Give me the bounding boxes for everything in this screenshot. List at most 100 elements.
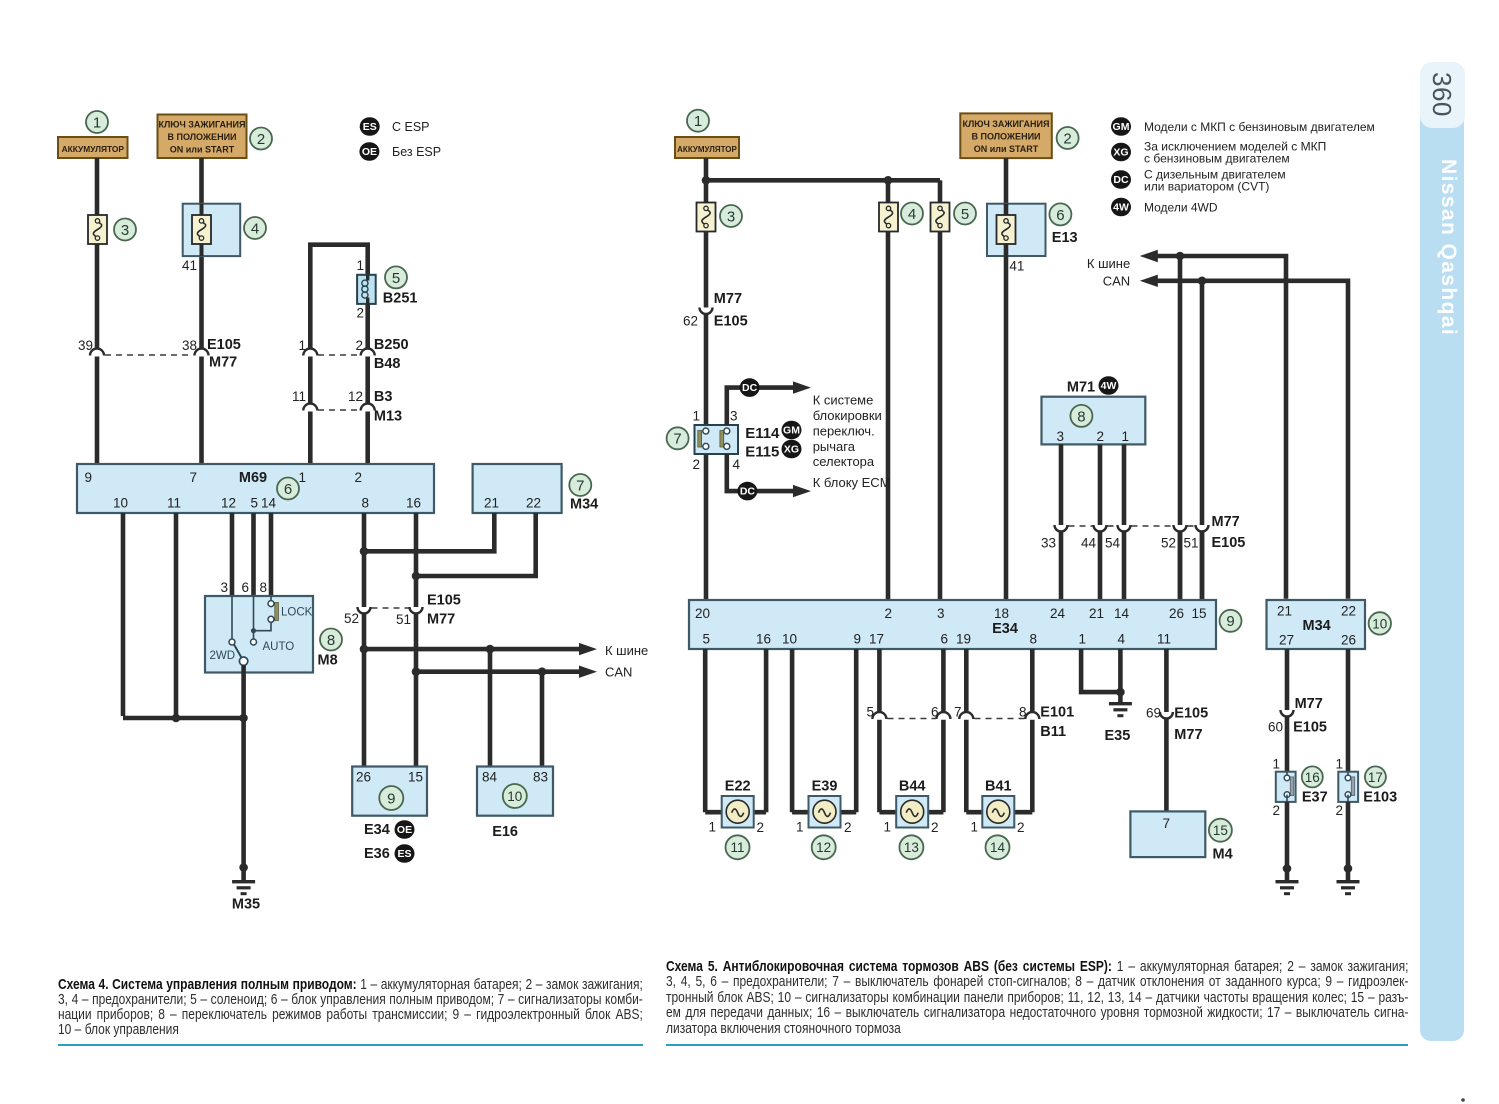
svg-text:21: 21 <box>1277 604 1292 619</box>
svg-text:8: 8 <box>1077 408 1085 425</box>
svg-text:E34: E34 <box>364 822 390 838</box>
svg-text:26: 26 <box>1341 633 1356 648</box>
svg-text:E105: E105 <box>1293 720 1327 736</box>
svg-text:3: 3 <box>220 580 228 595</box>
svg-text:M77: M77 <box>427 612 455 628</box>
svg-text:DC: DC <box>742 382 758 394</box>
svg-text:2: 2 <box>356 306 364 321</box>
svg-text:E13: E13 <box>1052 230 1078 246</box>
svg-text:4: 4 <box>732 457 740 472</box>
svg-text:M77: M77 <box>714 291 742 307</box>
svg-text:9: 9 <box>387 790 395 807</box>
svg-text:2: 2 <box>1063 130 1071 147</box>
svg-text:5: 5 <box>961 206 969 223</box>
svg-text:26: 26 <box>1169 606 1184 621</box>
svg-text:M13: M13 <box>374 409 402 425</box>
svg-text:11: 11 <box>730 840 744 855</box>
svg-text:КЛЮЧ ЗАЖИГАНИЯ: КЛЮЧ ЗАЖИГАНИЯ <box>962 119 1049 129</box>
svg-text:1: 1 <box>1121 429 1129 444</box>
svg-text:6: 6 <box>284 481 292 498</box>
svg-text:3: 3 <box>937 606 945 621</box>
svg-text:9: 9 <box>1226 613 1234 630</box>
svg-text:5: 5 <box>866 705 874 720</box>
svg-text:44: 44 <box>1081 536 1097 551</box>
svg-text:Модели с МКП с бензиновым двиг: Модели с МКП с бензиновым двигателем <box>1144 120 1375 134</box>
svg-text:1: 1 <box>694 113 702 130</box>
svg-text:41: 41 <box>182 258 197 273</box>
svg-text:11: 11 <box>167 496 181 511</box>
svg-text:GM: GM <box>783 425 800 437</box>
svg-text:4: 4 <box>908 206 916 223</box>
svg-text:5: 5 <box>250 496 258 511</box>
svg-text:E39: E39 <box>812 779 838 795</box>
svg-text:Без ESP: Без ESP <box>392 145 441 159</box>
svg-text:М69: М69 <box>239 470 267 486</box>
svg-text:B251: B251 <box>383 291 418 307</box>
svg-text:ES: ES <box>397 848 411 860</box>
svg-text:5: 5 <box>392 270 400 287</box>
svg-text:2: 2 <box>355 338 363 353</box>
svg-text:B3: B3 <box>374 389 393 405</box>
svg-text:10: 10 <box>113 496 128 511</box>
svg-text:1: 1 <box>796 820 804 835</box>
svg-text:10: 10 <box>1372 616 1387 631</box>
svg-text:10: 10 <box>507 789 522 804</box>
svg-text:или вариатором (CVT): или вариатором (CVT) <box>1144 180 1269 194</box>
svg-text:OE: OE <box>362 146 377 158</box>
svg-text:51: 51 <box>1183 536 1198 551</box>
svg-text:E103: E103 <box>1363 790 1397 806</box>
svg-text:CAN: CAN <box>1103 274 1130 289</box>
svg-text:XG: XG <box>1113 147 1128 159</box>
svg-text:1: 1 <box>1335 756 1343 771</box>
svg-text:33: 33 <box>1041 536 1056 551</box>
svg-text:1: 1 <box>970 820 978 835</box>
svg-text:84: 84 <box>482 770 498 785</box>
svg-text:селектора: селектора <box>813 454 875 469</box>
svg-text:E105: E105 <box>714 314 748 330</box>
svg-text:AUTO: AUTO <box>263 641 295 653</box>
svg-text:1: 1 <box>1272 756 1280 771</box>
svg-text:27: 27 <box>1279 633 1294 648</box>
svg-text:E105: E105 <box>1212 535 1246 551</box>
svg-text:E114: E114 <box>745 425 780 442</box>
svg-text:E101: E101 <box>1040 705 1074 721</box>
svg-text:CAN: CAN <box>605 665 632 680</box>
svg-text:M77: M77 <box>209 355 237 371</box>
svg-text:M4: M4 <box>1213 847 1233 863</box>
svg-text:M35: M35 <box>232 897 260 913</box>
svg-text:2: 2 <box>931 820 939 835</box>
svg-text:XG: XG <box>784 444 799 456</box>
svg-text:2: 2 <box>1096 429 1104 444</box>
svg-text:14: 14 <box>261 496 277 511</box>
svg-text:15: 15 <box>408 770 423 785</box>
svg-text:DC: DC <box>1113 174 1129 186</box>
svg-text:1: 1 <box>298 338 306 353</box>
svg-text:B250: B250 <box>374 337 409 353</box>
svg-text:1: 1 <box>93 114 101 131</box>
svg-text:16: 16 <box>756 632 771 647</box>
svg-text:83: 83 <box>533 770 548 785</box>
svg-text:1: 1 <box>708 820 716 835</box>
svg-text:B11: B11 <box>1040 724 1066 740</box>
svg-text:M77: M77 <box>1295 696 1323 712</box>
svg-text:2: 2 <box>257 131 265 148</box>
svg-text:20: 20 <box>695 606 710 621</box>
svg-text:8: 8 <box>1029 632 1037 647</box>
svg-text:1: 1 <box>692 409 700 424</box>
svg-text:B41: B41 <box>985 779 1012 795</box>
svg-text:13: 13 <box>904 840 919 855</box>
svg-text:АККУМУЛЯТОР: АККУМУЛЯТОР <box>677 145 737 154</box>
svg-text:К шине: К шине <box>1087 256 1130 271</box>
svg-text:M71: M71 <box>1067 380 1095 396</box>
svg-text:3: 3 <box>730 409 738 424</box>
svg-text:9: 9 <box>84 470 92 485</box>
svg-text:15: 15 <box>1213 823 1228 838</box>
svg-text:M8: M8 <box>318 653 338 669</box>
svg-text:4W: 4W <box>1113 202 1129 214</box>
svg-text:7: 7 <box>576 477 584 494</box>
svg-text:9: 9 <box>853 632 861 647</box>
svg-text:4: 4 <box>251 220 259 237</box>
svg-text:1: 1 <box>356 258 364 273</box>
svg-text:2: 2 <box>1017 820 1025 835</box>
svg-text:17: 17 <box>869 632 884 647</box>
